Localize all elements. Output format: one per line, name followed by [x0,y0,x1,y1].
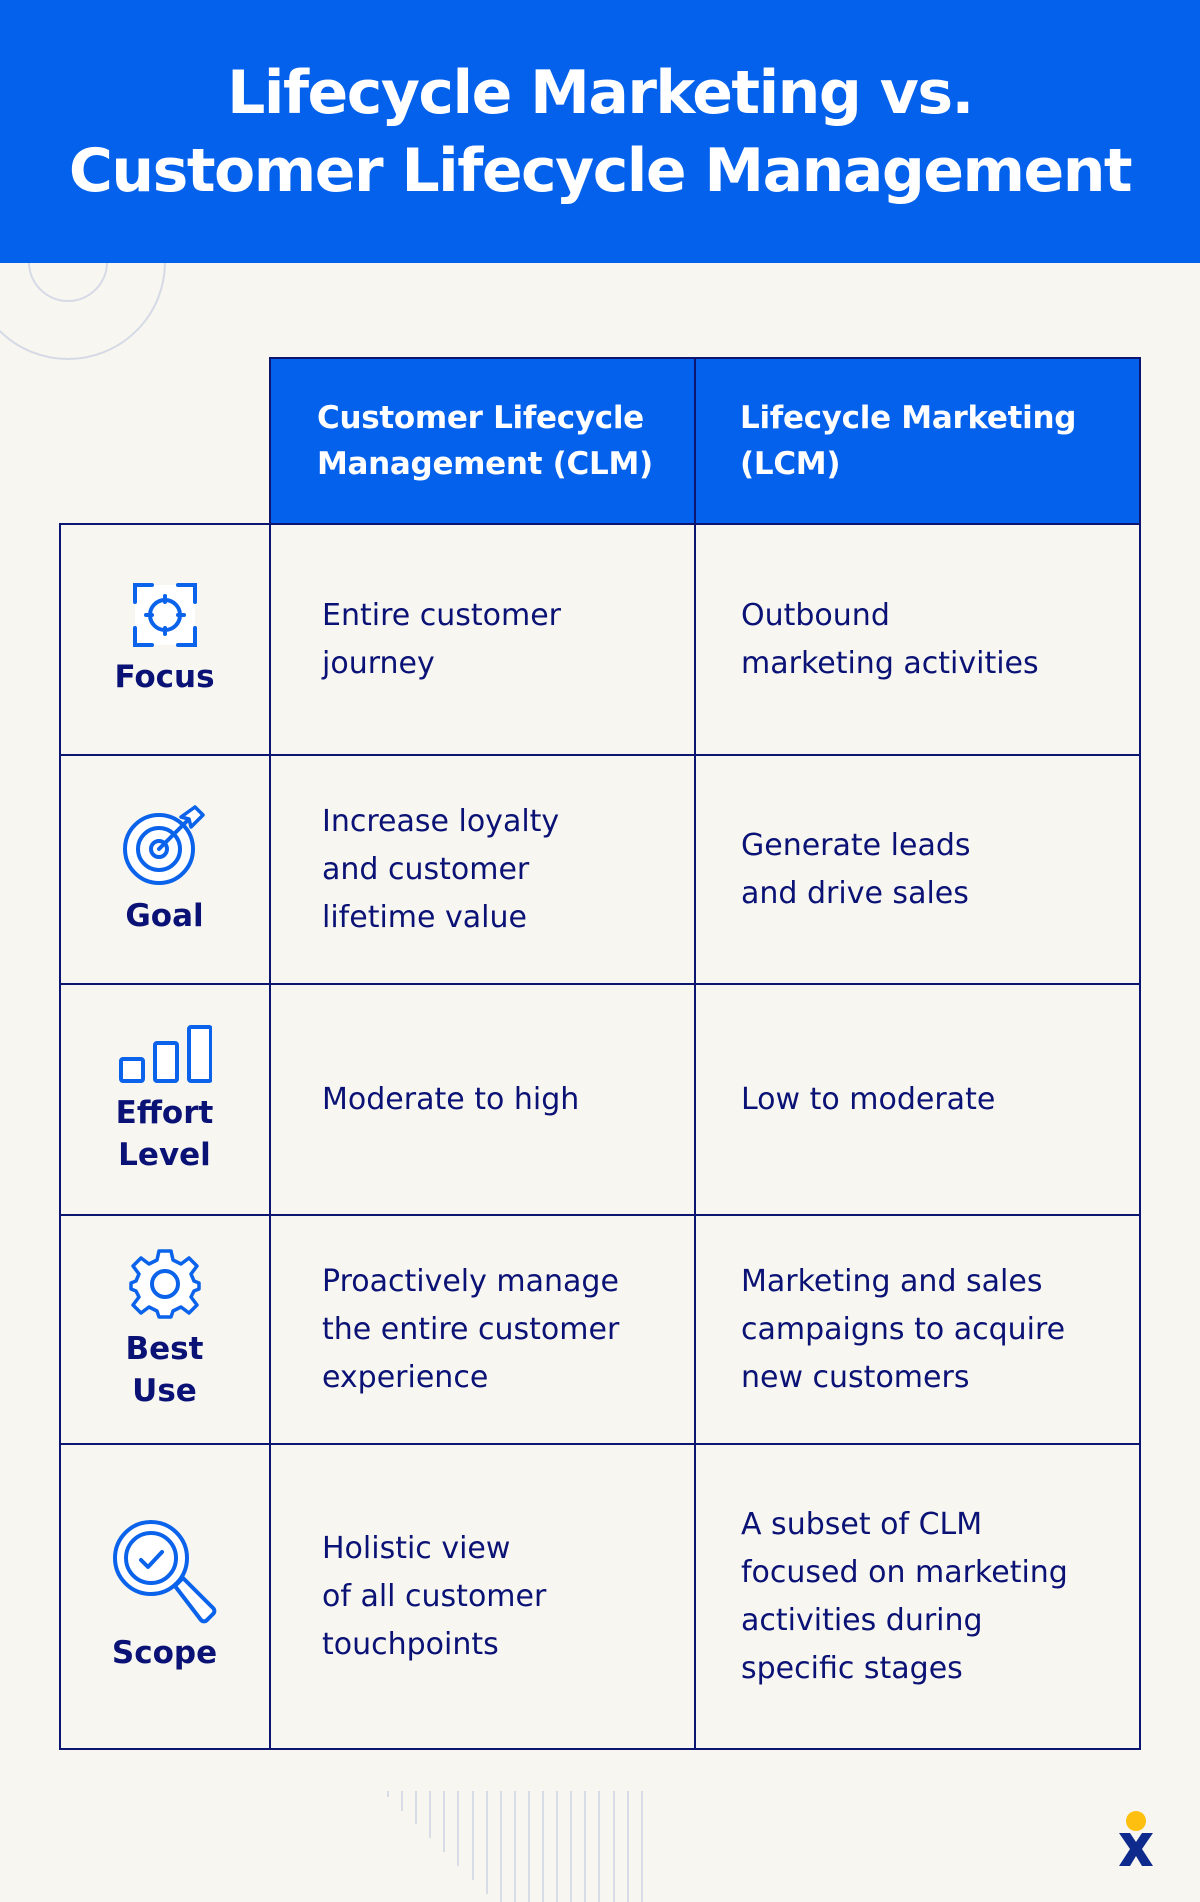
label-line: Use [132,1372,197,1409]
cell-line: Generate leads [741,827,971,863]
bar-chart-icon [118,1024,212,1083]
table-border [59,754,1141,756]
table-border [1139,357,1141,1750]
column-header-clm-line-2: Management (CLM) [317,446,653,482]
page-title-line-2: Customer Lifecycle Management [68,135,1133,206]
label-line: Focus [114,658,215,695]
label-line: Scope [111,1634,218,1671]
column-header-clm: Customer Lifecycle Management (CLM) [270,358,694,524]
cell-line: journey [322,645,435,681]
row-label-goal: Goal [59,755,270,984]
table-border [59,1214,1141,1216]
page-title-line-1: Lifecycle Marketing vs. [227,57,974,128]
cell-line: and drive sales [741,875,969,911]
decorative-circles-icon [0,263,166,360]
cell-line: of all customer [322,1578,547,1614]
row-label-text: Effort Level [116,1092,214,1176]
cell-effort-lcm: Low to moderate [694,984,1140,1215]
cell-line: activities during [741,1602,983,1638]
table-border [269,357,271,1750]
cell-line: Marketing and sales [741,1263,1043,1299]
cell-line: new customers [741,1359,970,1395]
column-header-lcm-line-1: Lifecycle Marketing [740,400,1077,436]
title-banner: Lifecycle Marketing vs. Customer Lifecyc… [0,0,1200,263]
row-label-best-use: Best Use [59,1215,270,1444]
table-border [59,523,61,1750]
row-label-text: Goal [125,895,203,937]
row-label-scope: Scope [59,1444,270,1749]
cell-line: experience [322,1359,489,1395]
row-label-effort-level: Effort Level [59,984,270,1215]
row-label-text: Scope [112,1632,217,1674]
decorative-lines-icon [387,1791,643,1902]
cell-line: Proactively manage [322,1263,619,1299]
cell-line: Outbound [741,597,890,633]
magnifier-check-icon [112,1519,216,1623]
gear-icon [128,1248,201,1319]
cell-line: Increase loyalty [322,803,560,839]
row-label-text: Focus [114,656,214,698]
table-border [59,1748,1141,1750]
column-header-clm-line-1: Customer Lifecycle [317,400,644,436]
cell-scope-lcm: A subset of CLM focused on marketing act… [694,1444,1140,1749]
cell-line: and customer [322,851,530,887]
table-border [694,357,696,1750]
cell-line: Holistic view [322,1530,511,1566]
table-border [59,523,1141,525]
table-border [59,983,1141,985]
cell-line: specific stages [741,1650,963,1686]
table-border [59,1443,1141,1445]
cell-line: touchpoints [322,1626,499,1662]
column-header-lcm: Lifecycle Marketing (LCM) [694,358,1140,524]
label-line: Best [125,1330,204,1367]
cell-line: the entire customer [322,1311,620,1347]
cell-best-use-lcm: Marketing and sales campaigns to acquire… [694,1215,1140,1444]
target-arrow-icon [122,804,205,885]
table-border [269,357,1141,359]
cell-line: focused on marketing [741,1554,1068,1590]
focus-crosshair-icon [132,582,197,647]
cell-goal-lcm: Generate leads and drive sales [694,755,1140,984]
cell-line: lifetime value [322,899,527,935]
cell-line: marketing activities [741,645,1039,681]
cell-line: campaigns to acquire [741,1311,1066,1347]
brand-x-logo-icon [1119,1811,1153,1866]
cell-line: Entire customer [322,597,562,633]
cell-focus-clm: Entire customer journey [270,524,694,755]
label-line: Goal [125,897,204,934]
cell-line: Moderate to high [322,1081,580,1117]
row-label-focus: Focus [59,524,270,755]
cell-line: Low to moderate [741,1081,996,1117]
cell-line: A subset of CLM [741,1506,983,1542]
column-header-lcm-line-2: (LCM) [740,446,841,482]
row-label-text: Best Use [126,1328,204,1412]
cell-goal-clm: Increase loyalty and customer lifetime v… [270,755,694,984]
cell-best-use-clm: Proactively manage the entire customer e… [270,1215,694,1444]
label-line: Level [118,1136,211,1173]
cell-scope-clm: Holistic view of all customer touchpoint… [270,1444,694,1749]
cell-focus-lcm: Outbound marketing activities [694,524,1140,755]
cell-effort-clm: Moderate to high [270,984,694,1215]
label-line: Effort [115,1094,214,1131]
